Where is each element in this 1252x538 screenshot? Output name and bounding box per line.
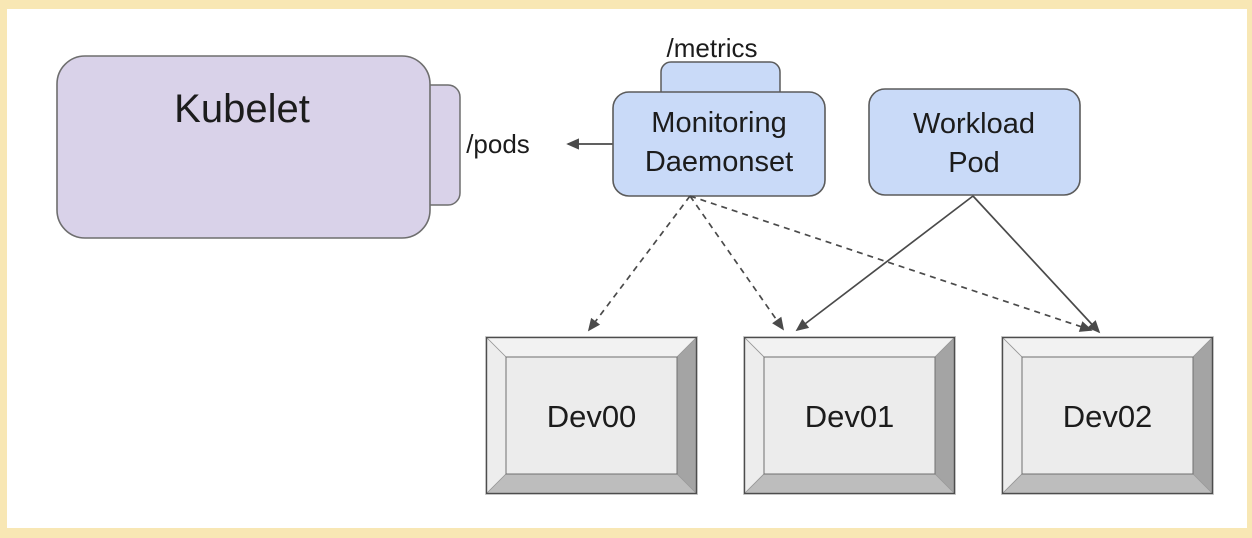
edge-monitoring-to-dev02	[689, 195, 1093, 332]
device-node-dev02: Dev02	[1001, 336, 1214, 495]
monitoring-daemonset-label-line1: Monitoring	[651, 107, 786, 139]
workload-pod-node	[868, 88, 1081, 196]
kubelet-node	[56, 55, 431, 239]
edge-monitoring-to-dev01	[689, 195, 785, 331]
edge-monitoring-to-dev00	[587, 195, 691, 332]
monitoring-daemonset-label-line2: Daemonset	[645, 146, 793, 178]
workload-pod-label-line2: Pod	[948, 147, 1000, 179]
kubelet-label: Kubelet	[174, 87, 310, 131]
device-label: Dev00	[547, 399, 637, 434]
edge-workload-to-dev01	[795, 195, 974, 332]
monitoring-daemonset-node	[612, 91, 826, 197]
device-label: Dev01	[805, 399, 895, 434]
pods-endpoint-label: /pods	[466, 129, 530, 159]
edge-workload-to-dev02	[972, 195, 1101, 334]
device-node-dev01: Dev01	[743, 336, 956, 495]
device-label: Dev02	[1063, 399, 1153, 434]
metrics-endpoint-label: /metrics	[667, 33, 758, 63]
device-node-dev00: Dev00	[485, 336, 698, 495]
workload-pod-label-line1: Workload	[913, 108, 1035, 140]
